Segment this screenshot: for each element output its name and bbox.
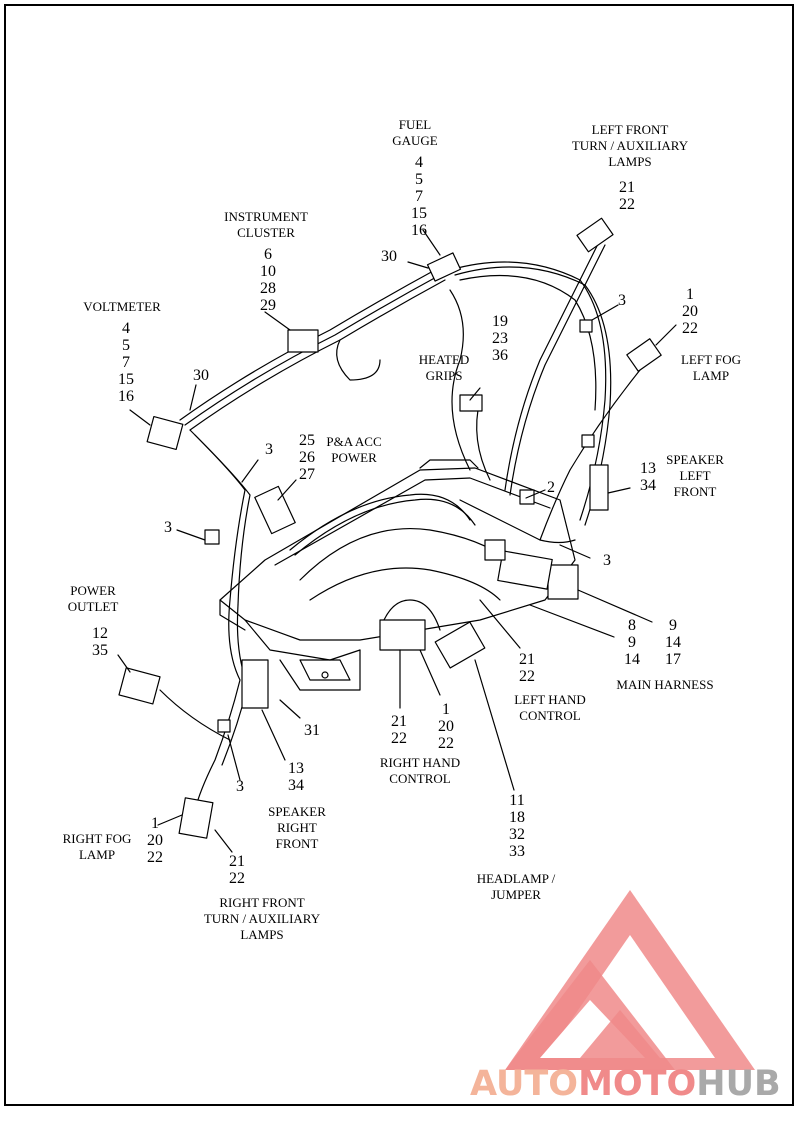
callout-3-bottom: 3 (236, 778, 244, 795)
callout-3-right: 3 (603, 552, 611, 569)
callout-2: 2 (547, 479, 555, 496)
callout-3-left: 3 (164, 519, 172, 536)
headlamp-label: HEADLAMP /JUMPER (476, 871, 556, 902)
callout-3-center-left: 3 (265, 441, 273, 458)
automotohub-logo-mark (505, 890, 755, 1070)
main-harness-label: MAIN HARNESS (616, 677, 714, 692)
callout-30-top: 30 (381, 248, 397, 265)
callout-3-upper-right: 3 (618, 292, 626, 309)
callout-30-left: 30 (193, 367, 209, 384)
leader-lines (117, 229, 677, 853)
connectors (118, 217, 662, 839)
callout-31: 31 (304, 722, 320, 739)
automotohub-logo-text: AUTOMOTOHUB (470, 1064, 781, 1104)
voltmeter-label: VOLTMETER (83, 299, 161, 314)
page-frame (4, 4, 794, 1106)
